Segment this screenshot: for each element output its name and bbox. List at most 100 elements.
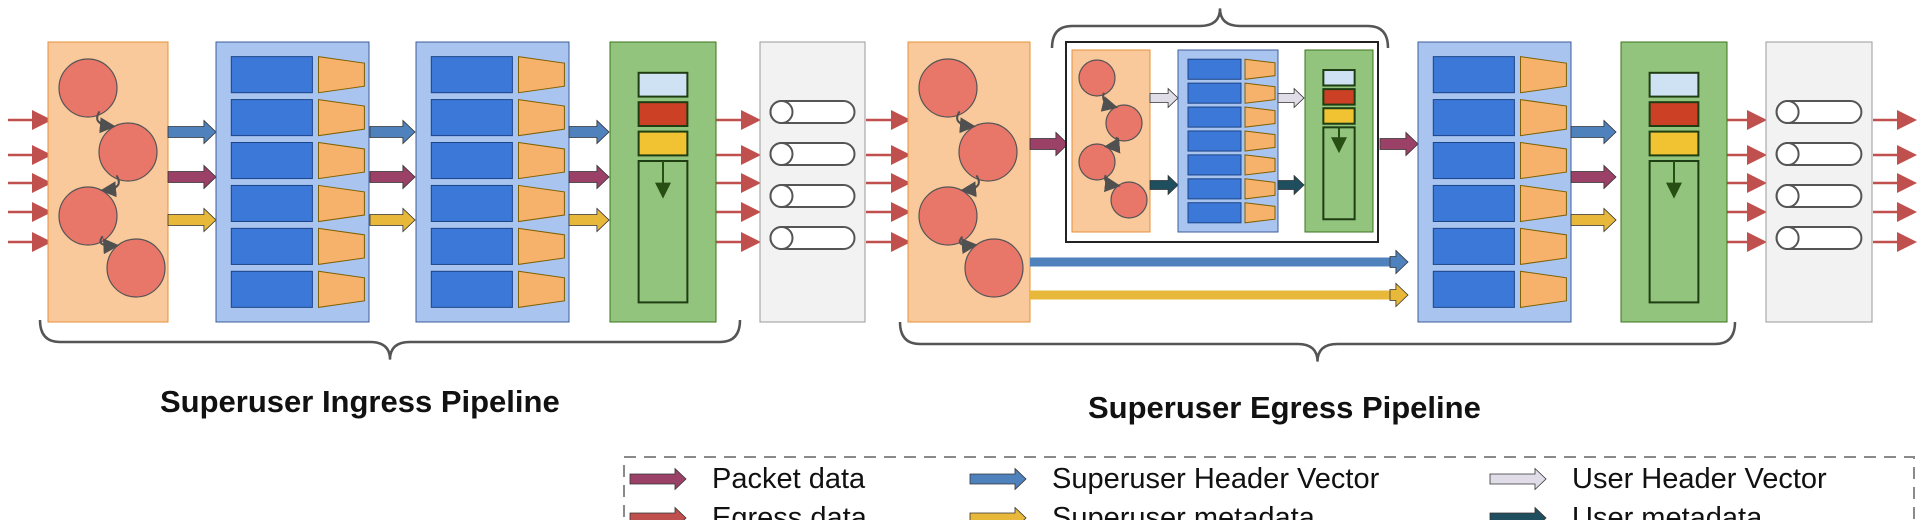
egress-stage: [1417, 41, 1572, 323]
transition-arrow: [1104, 174, 1121, 193]
header-slot: [1648, 130, 1700, 157]
table-key: [1432, 99, 1515, 137]
table-key: [1432, 142, 1515, 180]
table-key: [1432, 56, 1515, 94]
table-action: [1244, 178, 1276, 200]
parse-state-node: [918, 58, 978, 118]
table-key: [1187, 202, 1242, 224]
egress-parser: [907, 41, 1031, 323]
table-key: [1187, 154, 1242, 176]
parse-state-node: [58, 58, 118, 118]
parse-state-node: [98, 122, 158, 182]
table-key: [430, 56, 513, 94]
user-stage: [1177, 49, 1279, 233]
superuser-metadata-arrow-icon: [568, 207, 610, 233]
parse-state-node: [964, 238, 1024, 298]
packet-data-arrow-icon: [568, 164, 610, 190]
header-slot: [1648, 71, 1700, 98]
header-slot: [1322, 107, 1356, 125]
table-action: [1520, 270, 1567, 308]
legend-arrow-icon: [1489, 506, 1547, 520]
queue-block: [759, 41, 866, 323]
table-action: [318, 98, 365, 137]
table-key: [230, 227, 313, 265]
ingress-brace: [38, 319, 742, 360]
parse-state-node: [918, 186, 978, 246]
table-action: [318, 270, 365, 308]
legend-label: Egress data: [712, 502, 868, 520]
legend-label: Superuser Header Vector: [1052, 463, 1380, 495]
legend-arrow-icon: [629, 506, 687, 520]
table-action: [518, 98, 565, 137]
legend-arrow-icon: [969, 467, 1027, 491]
table-action: [318, 227, 365, 266]
table-action: [318, 141, 365, 180]
table-action: [1520, 184, 1567, 223]
table-action: [1244, 154, 1276, 176]
table-key: [1432, 270, 1515, 308]
user-metadata-arrow-icon: [1277, 174, 1305, 196]
header-slot: [1648, 101, 1700, 127]
egress-data-arrows: [8, 110, 1917, 252]
legend-label: User Header Vector: [1572, 463, 1827, 495]
table-action: [1244, 106, 1276, 128]
ingress-stage-1: [215, 41, 370, 323]
superuser-header-vector-arrow-icon: [568, 119, 610, 145]
packet-data-arrow-icon: [1029, 131, 1069, 157]
queue-slot-end: [769, 100, 794, 124]
packet-data-arrow-icon: [1379, 131, 1419, 157]
table-key: [1187, 130, 1242, 152]
table-key: [430, 142, 513, 180]
packet-data-arrow-icon: [1570, 164, 1617, 190]
queue-slot-end: [769, 184, 794, 208]
header-slot: [637, 71, 689, 98]
header-slot: [1322, 69, 1356, 87]
transition-arrow: [1103, 136, 1121, 154]
user-header-vector-arrow-icon: [1277, 87, 1305, 109]
legend-arrow-icon: [1489, 467, 1547, 491]
legend-box: [623, 456, 1915, 520]
parse-state-node: [58, 186, 118, 246]
table-action: [1244, 130, 1276, 152]
queue-slot-end: [1775, 184, 1800, 208]
legend-arrow-icon: [969, 506, 1027, 520]
parse-state-node: [1105, 104, 1143, 142]
braces: [38, 8, 1737, 362]
table-action: [1244, 202, 1276, 224]
table-action: [1520, 98, 1567, 137]
queue-slot-end: [1775, 226, 1800, 250]
superuser-metadata-arrow-icon: [1570, 207, 1617, 233]
superuser-metadata-arrow-icon: [167, 207, 217, 233]
transition-arrow: [960, 174, 980, 198]
parse-state-node: [1110, 181, 1148, 219]
queue-slot-end: [1775, 100, 1800, 124]
parse-state-node: [106, 238, 166, 298]
queue-slot-end: [769, 226, 794, 250]
legend-label: User metadata: [1572, 502, 1763, 520]
user-metadata-arrow-icon: [1149, 174, 1179, 196]
header-slot: [637, 130, 689, 157]
table-key: [1432, 227, 1515, 265]
transition-arrow: [99, 235, 120, 255]
legend-label: Packet data: [712, 463, 866, 495]
legend: Packet data Superuser Header Vector User H…: [629, 463, 1827, 520]
transition-arrow: [956, 110, 976, 134]
parse-state-node: [958, 122, 1018, 182]
superuser-header-vector-arrow-icon: [1389, 249, 1409, 275]
user-deparser: [1304, 49, 1374, 233]
egress-pipeline-title: Superuser Egress Pipeline: [1088, 390, 1481, 425]
egress-queue: [1765, 41, 1873, 323]
traffic-manager-queue: [759, 41, 866, 323]
packet-data-arrow-icon: [167, 164, 217, 190]
table-action: [518, 141, 565, 180]
parse-state-node: [1078, 59, 1116, 97]
table-action: [1520, 141, 1567, 180]
table-key: [230, 142, 313, 180]
header-slot: [637, 101, 689, 127]
ingress-parser: [47, 41, 169, 323]
egress-deparser: [1620, 41, 1728, 323]
transition-arrow: [100, 174, 120, 198]
table-key: [430, 270, 513, 308]
table-key: [1187, 58, 1242, 80]
